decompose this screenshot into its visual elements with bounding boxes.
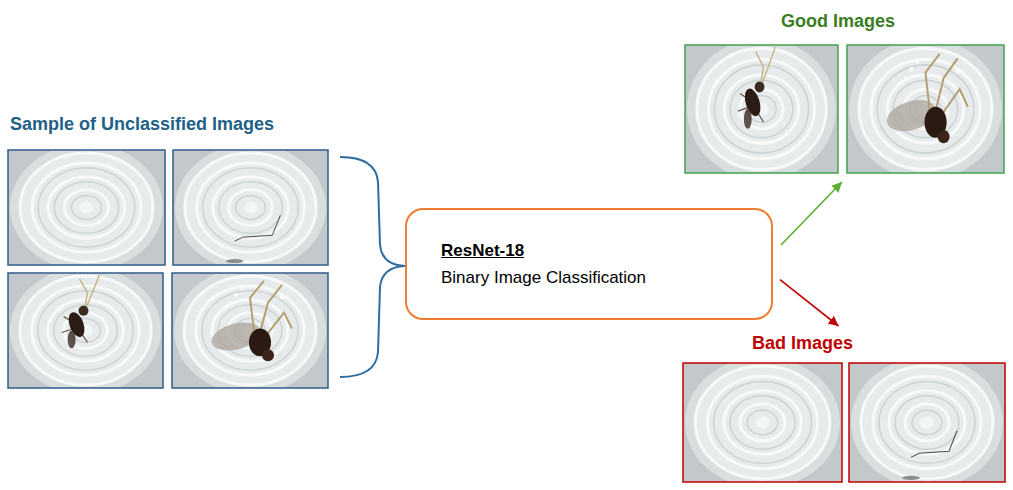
petri-dish-photo xyxy=(685,38,838,179)
group-heading: Good Images xyxy=(781,10,1013,33)
box-title: ResNet-18 xyxy=(441,240,755,261)
image-group: Good Images xyxy=(683,8,1013,176)
image-group: Sample of Unclassified Images xyxy=(8,110,338,390)
group-heading: Bad Images xyxy=(752,332,1013,355)
box-body: Binary Image Classification xyxy=(441,267,755,288)
arrow-connector xyxy=(780,280,839,326)
arrow-connector xyxy=(781,182,842,245)
process-box: ResNet-18Binary Image Classification xyxy=(405,208,773,320)
image-group: Bad Images xyxy=(683,328,1013,484)
petri-dish-photo xyxy=(683,357,842,488)
petri-dish-photo xyxy=(8,144,165,271)
petri-dish-photo xyxy=(849,357,1005,488)
petri-dish-photo xyxy=(173,144,328,271)
petri-dish-photo xyxy=(847,38,1004,179)
group-heading: Sample of Unclassified Images xyxy=(10,113,338,136)
petri-dish-photo xyxy=(8,267,163,394)
curly-brace xyxy=(340,157,405,377)
petri-dish-photo xyxy=(172,267,328,394)
